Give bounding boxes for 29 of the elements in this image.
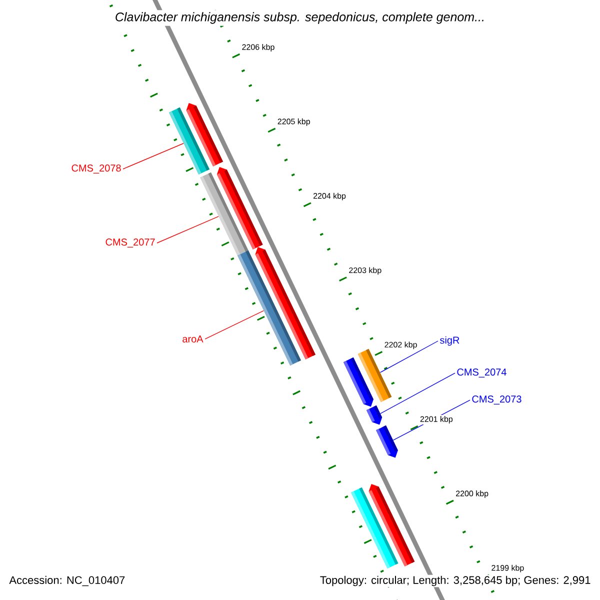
tick-label: 2200 kbp [454,489,490,499]
tick-label: 2203 kbp [348,266,383,276]
gene-bar [255,247,316,360]
tick-label: 2206 kbp [240,43,276,52]
gene-label: aroA [182,336,204,342]
gene-bar [216,167,263,250]
accession-text: Accession: NC_010407 [9,576,125,586]
gene-bar [366,405,382,425]
gene-bar [186,103,224,166]
gene-bar [358,348,392,402]
tick-label: 2204 kbp [312,192,347,202]
gene-bar [376,425,398,458]
gene-label: CMS_2077 [106,238,155,248]
leader-line [380,340,438,373]
gene-label: CMS_2078 [72,164,121,174]
leader-line [204,310,264,340]
gene-label: CMS_2073 [472,396,522,404]
leader-line [122,143,184,170]
tick-label: 2202 kbp [383,340,418,350]
tick-label: 2201 kbp [418,415,454,424]
title: Clavibacter michiganensis subsp. sepedonicus, complete genom... [112,10,488,26]
leader-line [156,216,219,244]
gene-label: CMS_2074 [457,368,506,378]
leader-line [380,372,456,414]
tick-label: 2199 kbp [490,564,526,574]
tick-label: 2205 kbp [276,117,312,127]
gene-bar [368,484,415,566]
genome-info-text: Topology: circular; Length: 3,258,645 bp; Genes: 2,991 [318,574,592,588]
gene-label: sigR [440,336,460,346]
